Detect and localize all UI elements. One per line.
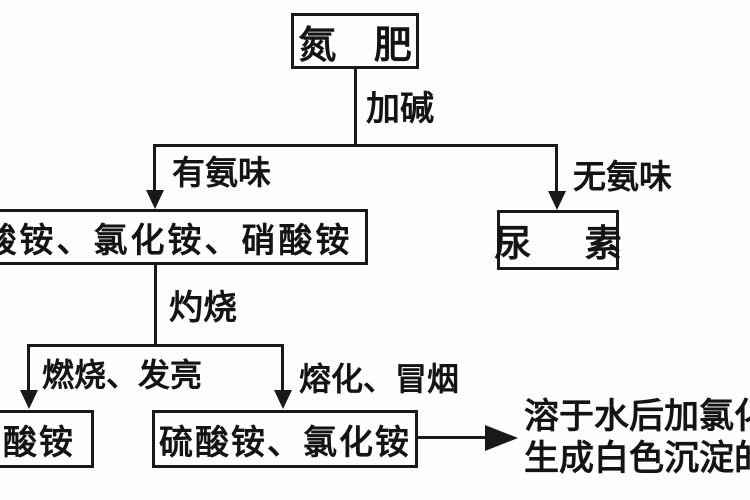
edge-label-has-ammonia-smell: 有氨味 bbox=[172, 156, 271, 192]
result-note-line1: 溶于水后加氯化 bbox=[524, 397, 750, 436]
node-nitrogen-fertilizer: 氮 肥 bbox=[291, 13, 419, 69]
connector-ignite-stem bbox=[154, 264, 157, 347]
result-note-line2: 生成白色沉淀的 bbox=[524, 439, 750, 478]
node-ammonium-sulfate-chloride: 硫酸铵、氯化铵 bbox=[152, 410, 418, 468]
arrowhead-down-left-icon bbox=[146, 190, 164, 209]
arrowhead-down-mid2-icon bbox=[274, 390, 292, 409]
node-ammonium-salts-label: 硫酸铵、氯化铵、硝酸铵 bbox=[0, 222, 353, 260]
connector-top-stem bbox=[354, 69, 357, 147]
node-urea: 尿 素 bbox=[494, 210, 622, 270]
edge-label-add-alkali: 加碱 bbox=[366, 91, 434, 128]
arrowhead-down-left2-icon bbox=[20, 390, 38, 409]
arrowhead-down-right-icon bbox=[548, 191, 566, 210]
connector-branch1-right bbox=[555, 144, 558, 193]
edge-label-burns-glows: 燃烧、发亮 bbox=[42, 357, 203, 393]
edge-label-no-ammonia-smell: 无氨味 bbox=[573, 160, 672, 196]
connector-branch2-left bbox=[27, 344, 30, 392]
edge-label-melts-smokes: 熔化、冒烟 bbox=[299, 361, 460, 397]
node-nitrogen-fertilizer-label: 氮 肥 bbox=[298, 24, 426, 67]
connector-branch1-left bbox=[153, 144, 156, 192]
edge-label-ignite: 灼烧 bbox=[169, 290, 237, 327]
connector-branch2-mid bbox=[281, 344, 284, 392]
result-note: 溶于水后加氯化 生成白色沉淀的 bbox=[524, 396, 750, 480]
node-ammonium-sulfate-chloride-label: 硫酸铵、氯化铵 bbox=[159, 424, 411, 462]
node-ammonium-nitrate: 硝酸铵 bbox=[0, 410, 94, 468]
node-ammonium-salts: 硫酸铵、氯化铵、硝酸铵 bbox=[0, 209, 368, 265]
node-urea-label: 尿 素 bbox=[494, 224, 644, 265]
node-ammonium-nitrate-label: 硝酸铵 bbox=[0, 424, 75, 462]
connector-branch1-bar bbox=[153, 144, 558, 147]
connector-result-arrow bbox=[417, 436, 487, 439]
arrowhead-right-icon bbox=[485, 425, 518, 451]
connector-branch2-bar bbox=[27, 344, 284, 347]
